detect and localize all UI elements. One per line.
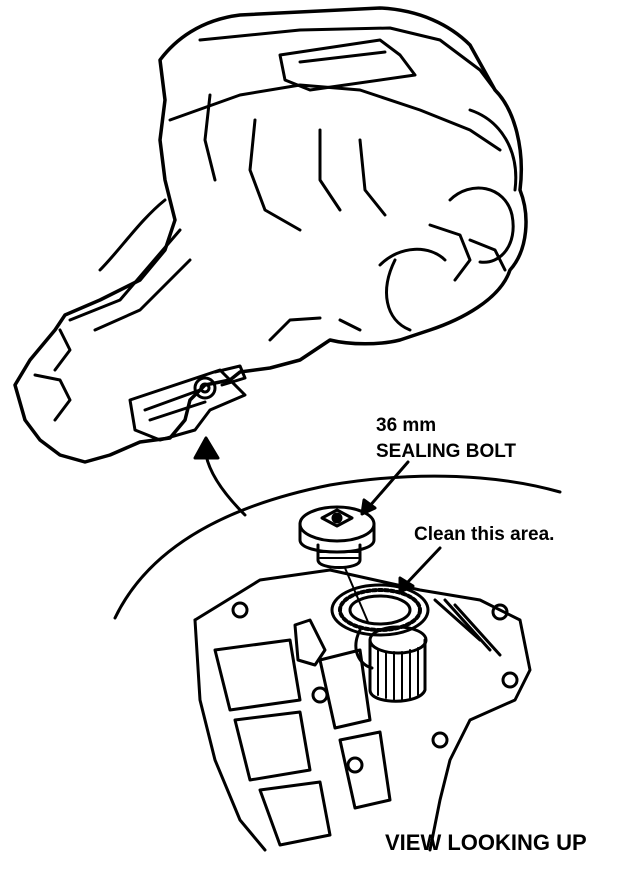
transmission-housing [13,6,528,464]
detail-view-underside [193,568,532,852]
bolt-name-label: SEALING BOLT [376,441,517,462]
clean-area-leader-head [398,576,415,594]
sealing-bolt-leader-head [360,498,377,516]
sealing-bolt-leader [366,460,410,510]
sealing-bolt [298,505,376,623]
view-direction-arrow [193,436,247,517]
detail-circle-boundary [113,474,562,620]
bolt-size-label: 36 mm [376,415,437,436]
view-caption: VIEW LOOKING UP [385,830,587,855]
clean-area-leader [404,546,442,586]
clean-area-note: Clean this area. [414,524,555,545]
